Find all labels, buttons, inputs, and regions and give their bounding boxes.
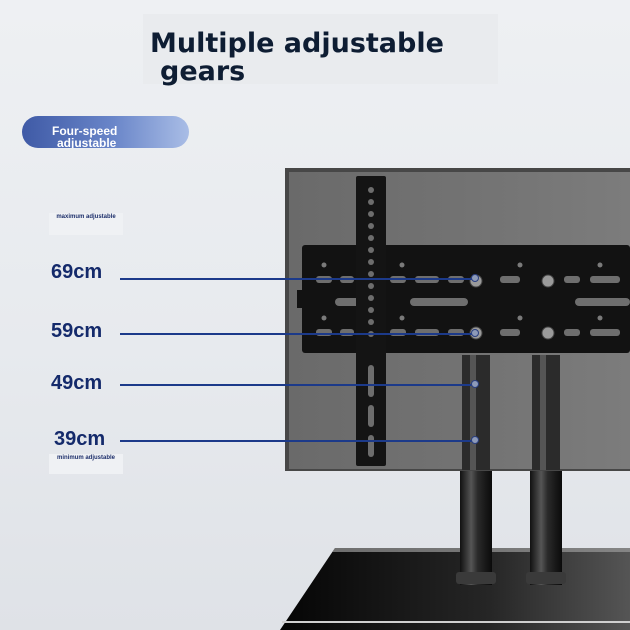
height-line-69 xyxy=(120,278,475,280)
height-label-69: 69cm xyxy=(51,261,103,283)
title-background xyxy=(143,14,498,84)
page-title-line-2: gears xyxy=(160,56,246,87)
support-poles xyxy=(456,470,566,585)
height-line-49 xyxy=(120,384,475,386)
feature-badge-line-2: adjustable xyxy=(57,136,117,148)
height-line-39 xyxy=(120,440,475,442)
vertical-bracket-arm xyxy=(356,176,386,466)
height-marker-69 xyxy=(471,274,479,282)
mounting-bracket xyxy=(297,245,630,353)
page-title: Multiple adjustable gears xyxy=(150,30,444,86)
height-marker-49 xyxy=(471,380,479,388)
height-marker-39 xyxy=(471,436,479,444)
glass-base xyxy=(280,548,630,630)
feature-badge-line-1: Four-speed xyxy=(52,124,118,138)
height-label-49: 49cm xyxy=(51,372,103,394)
height-line-59 xyxy=(120,333,475,335)
maximum-adjustable-note: maximum adjustable xyxy=(49,213,123,235)
page-title-line-1: Multiple adjustable xyxy=(150,28,444,59)
poles-through-panel xyxy=(462,355,560,470)
height-label-59: 59cm xyxy=(51,320,103,342)
height-label-39: 39cm xyxy=(54,428,106,450)
minimum-adjustable-note: minimum adjustable xyxy=(49,454,123,474)
feature-badge: Four-speed adjustable xyxy=(22,116,189,148)
height-marker-59 xyxy=(471,329,479,337)
